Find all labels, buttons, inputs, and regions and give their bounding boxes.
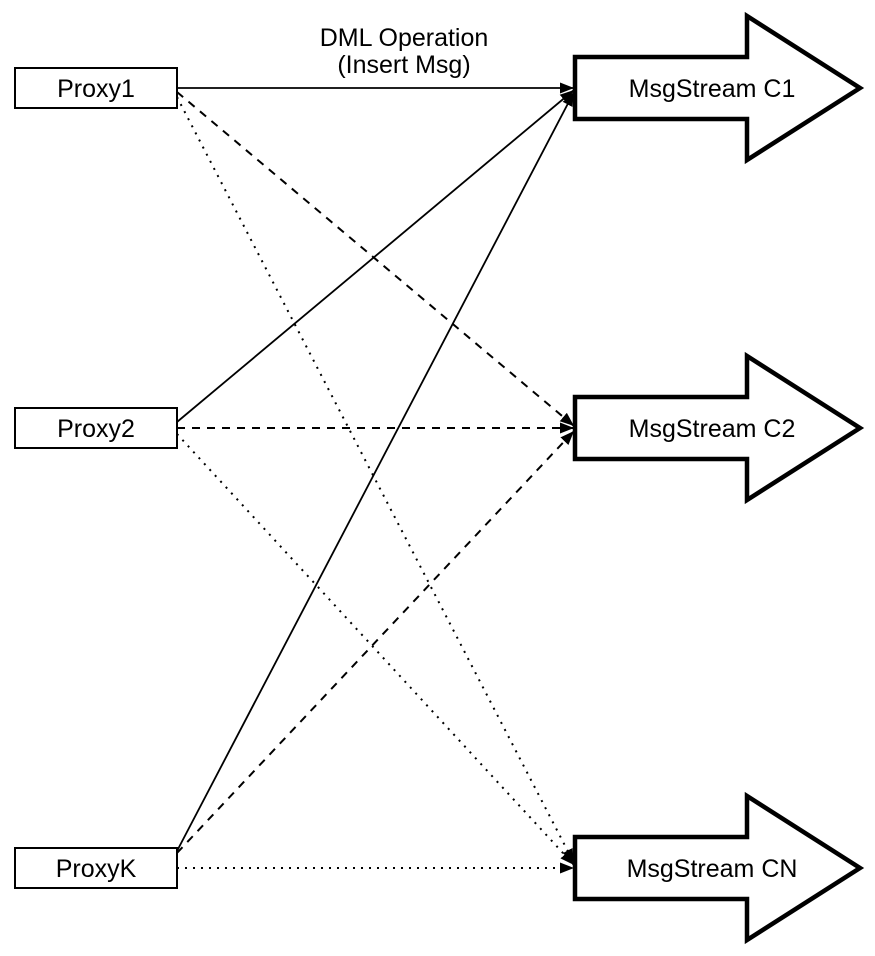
- edge-proxy1-to-msgstream-cn: [176, 96, 575, 864]
- msgstream-cn-label: MsgStream CN: [627, 855, 798, 883]
- edge-label-line2: (Insert Msg): [337, 51, 470, 79]
- node-proxy2: Proxy2: [14, 407, 178, 449]
- msgstream-c2-label: MsgStream C2: [629, 415, 796, 443]
- msgstream-c2-block-arrow-icon: [572, 351, 865, 505]
- node-proxy1: Proxy1: [14, 67, 178, 109]
- msgstream-c1-label: MsgStream C1: [629, 75, 796, 103]
- proxyk-box: [14, 847, 178, 889]
- edge-proxyk-to-msgstream-c1: [176, 91, 575, 852]
- proxy1-box: [14, 67, 178, 109]
- proxy2-box: [14, 407, 178, 449]
- msgstream-cn-block-arrow-icon: [572, 791, 865, 945]
- edge-proxy2-to-msgstream-cn: [176, 433, 575, 866]
- proxy1-label: Proxy1: [57, 75, 135, 103]
- edge-label-line1: DML Operation: [320, 24, 489, 52]
- node-proxyk: ProxyK: [14, 847, 178, 889]
- node-msgstream-cn: MsgStream CN: [572, 791, 865, 945]
- proxyk-label: ProxyK: [56, 855, 137, 883]
- node-msgstream-c2: MsgStream C2: [572, 351, 865, 505]
- edge-proxyk-to-msgstream-c2: [176, 430, 575, 854]
- msgstream-c1-block-arrow-icon: [572, 11, 865, 165]
- edge-group: [176, 82, 575, 874]
- edge-label-dml-operation: DML Operation (Insert Msg): [320, 24, 489, 79]
- edge-proxy2-to-msgstream-c1: [176, 89, 575, 423]
- proxy2-label: Proxy2: [57, 415, 135, 443]
- node-msgstream-c1: MsgStream C1: [572, 11, 865, 165]
- edge-proxy1-to-msgstream-c2: [176, 91, 575, 427]
